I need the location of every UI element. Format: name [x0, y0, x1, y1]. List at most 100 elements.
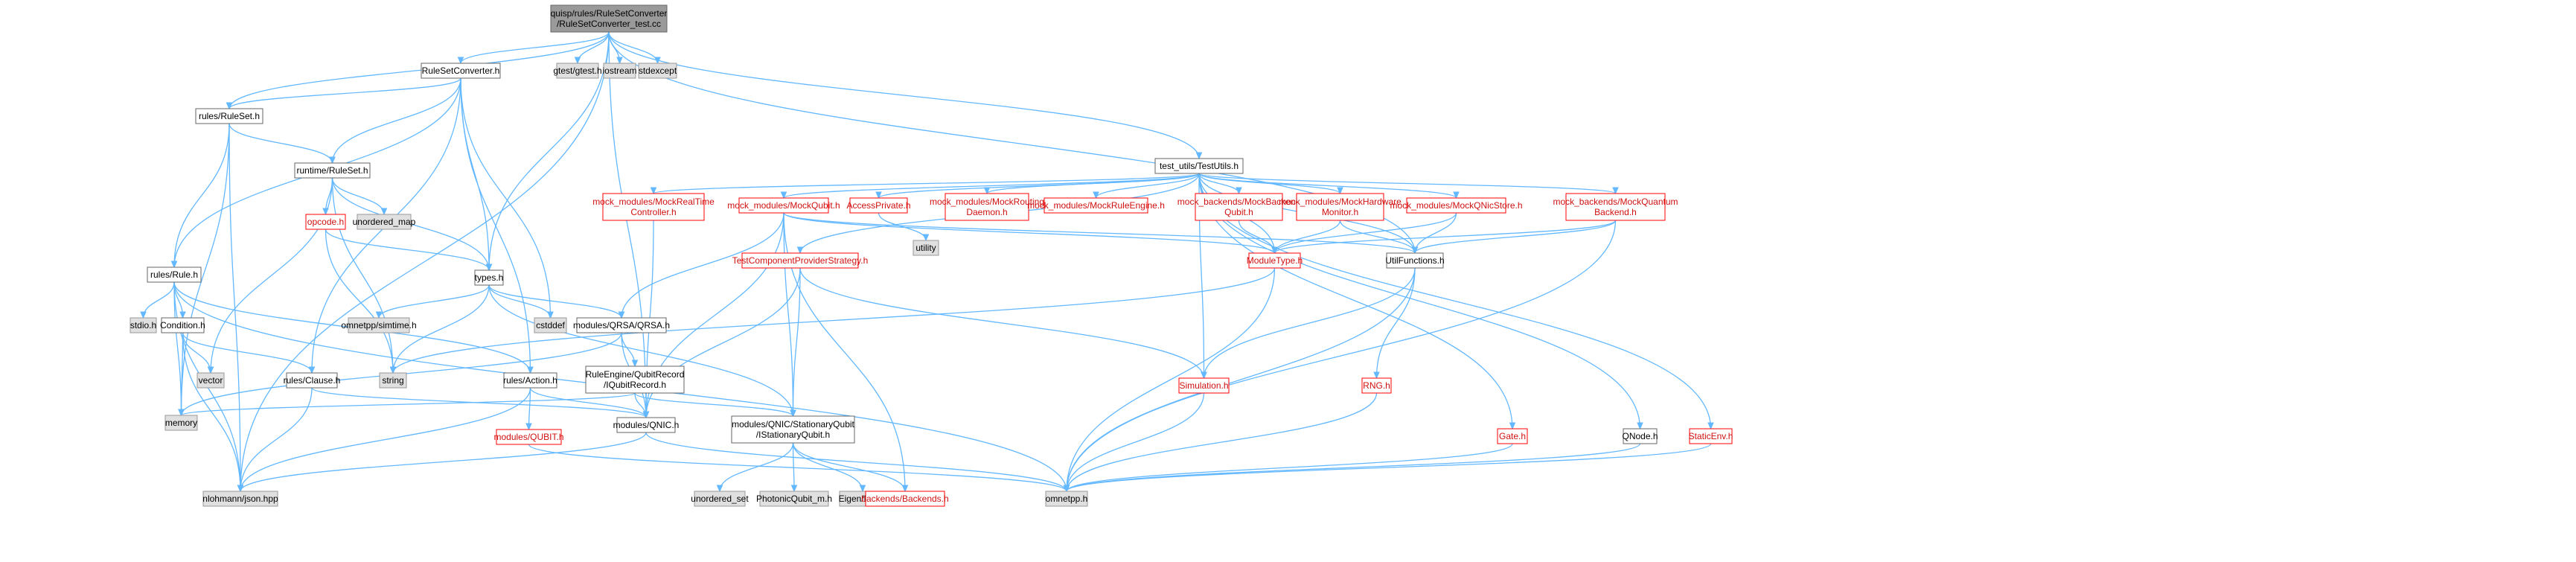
node-mock-qubit[interactable]: mock_modules/MockQubit.h [727, 197, 840, 214]
node-moduletype[interactable]: ModuleType.h [1247, 252, 1303, 269]
node-cstddef[interactable]: cstddef [534, 317, 567, 333]
node-box [913, 240, 939, 256]
edge-qnode-to-omnetpp [1066, 443, 1641, 492]
node-label: StaticEnv.h [1689, 431, 1733, 441]
node-box [1045, 491, 1088, 507]
node-box [1154, 158, 1244, 174]
edge-rules_ruleset-to-memory [180, 123, 230, 416]
node-utility[interactable]: utility [913, 240, 939, 256]
edge-rules_ruleset-to-json [228, 123, 241, 492]
edge-arrowhead [140, 311, 147, 319]
node-label: test_utils/TestUtils.h [1160, 161, 1239, 171]
node-istationary[interactable]: modules/QNIC/StationaryQubit/IStationary… [731, 415, 855, 444]
node-root[interactable]: quisp/rules/RuleSetConverter/RuleSetConv… [550, 4, 668, 33]
node-string[interactable]: string [379, 372, 407, 389]
node-box [164, 415, 198, 431]
node-box [496, 429, 562, 445]
edge-arrowhead [780, 191, 787, 199]
edge-arrowhead [574, 57, 581, 65]
edge-types-to-istationary [488, 284, 794, 417]
node-qrsa[interactable]: modules/QRSA/QRSA.h [573, 317, 670, 333]
edge-types-to-cstddef [488, 284, 552, 319]
edge-testutils-to-mock_quantum_backend [1198, 173, 1617, 194]
node-label: UtilFunctions.h [1385, 255, 1444, 266]
edge-testutils-to-mock_qnicstore [1198, 173, 1457, 199]
node-gate[interactable]: Gate.h [1497, 428, 1528, 444]
node-staticenv[interactable]: StaticEnv.h [1689, 428, 1733, 444]
edge-runtime_ruleset-to-unordered_map [331, 177, 385, 215]
node-json[interactable]: nlohmann/json.hpp [202, 491, 278, 507]
node-mock-ruleengine[interactable]: mock_modules/MockRuleEngine.h [1027, 197, 1165, 214]
node-omnetpp[interactable]: omnetpp.h [1045, 491, 1088, 507]
node-omnetpp-simtime[interactable]: omnetpp/simtime.h [341, 317, 417, 333]
node-label: rules/Rule.h [150, 269, 198, 280]
node-access-private[interactable]: AccessPrivate.h [846, 197, 911, 214]
node-rules-rule[interactable]: rules/Rule.h [147, 266, 202, 283]
node-rng[interactable]: RNG.h [1361, 377, 1392, 394]
node-utilfunctions[interactable]: UtilFunctions.h [1385, 252, 1445, 269]
node-rsc[interactable]: RuleSetConverter.h [421, 63, 501, 79]
node-gtest[interactable]: gtest/gtest.h [553, 63, 602, 79]
node-box [534, 317, 567, 333]
node-condition[interactable]: Condition.h [160, 317, 205, 333]
node-box [694, 491, 746, 507]
edge-arrowhead [790, 409, 796, 418]
node-box [1497, 428, 1528, 444]
node-simulation[interactable]: Simulation.h [1178, 377, 1230, 394]
node-label: utility [915, 243, 936, 253]
node-memory[interactable]: memory [164, 415, 198, 431]
edge-utilfunctions-to-rng [1375, 267, 1416, 379]
node-box [1296, 193, 1384, 221]
node-iostream[interactable]: iostream [602, 63, 637, 79]
node-box [1361, 377, 1392, 394]
edge-mock_qnicstore-to-moduletype [1273, 212, 1457, 254]
node-testutils[interactable]: test_utils/TestUtils.h [1154, 158, 1244, 174]
node-runtime-ruleset[interactable]: runtime/RuleSet.h [294, 162, 371, 179]
node-box [759, 491, 829, 507]
edge-arrowhead [485, 264, 493, 272]
node-rules-action[interactable]: rules/Action.h [503, 372, 557, 389]
node-box [1386, 252, 1444, 269]
edge-testutils-to-mock_realtime [653, 173, 1200, 194]
node-backends[interactable]: backends/Backends.h [861, 491, 949, 507]
node-label: memory [165, 418, 197, 428]
edge-istationary-to-eigen [792, 442, 863, 492]
node-qnode[interactable]: QNode.h [1622, 428, 1658, 444]
node-types[interactable]: types.h [474, 269, 504, 286]
node-box [738, 197, 829, 214]
node-iqubitrecord[interactable]: RuleEngine/QubitRecord/IQubitRecord.h [585, 365, 685, 394]
node-label: QNode.h [1622, 431, 1658, 441]
node-label: rules/Clause.h [284, 375, 341, 386]
node-test-component[interactable]: TestComponentProviderStrategy.h [732, 252, 869, 269]
edge-arrowhead [859, 485, 866, 493]
node-modules-qnic[interactable]: modules/QNIC.h [613, 417, 680, 433]
node-rules-ruleset[interactable]: rules/RuleSet.h [195, 108, 263, 124]
edge-utilfunctions-to-simulation [1203, 267, 1416, 379]
node-label: RuleSetConverter.h [422, 66, 500, 76]
node-label: stdexcept [639, 66, 677, 76]
node-label: mock_modules/MockHardware [1279, 197, 1402, 207]
node-box [616, 417, 676, 433]
node-unordered-map[interactable]: unordered_map [353, 214, 416, 230]
node-photonic[interactable]: PhotonicQubit_m.h [756, 491, 832, 507]
node-label: /IQubitRecord.h [604, 380, 666, 390]
edge-arrowhead [389, 366, 397, 374]
node-modules-qubit[interactable]: modules/QUBIT.h [493, 429, 564, 445]
node-label: modules/QNIC/StationaryQubit [732, 419, 854, 430]
node-stdio[interactable]: stdio.h [130, 317, 157, 333]
node-label: rules/Action.h [503, 375, 557, 386]
node-box [1623, 428, 1658, 444]
node-vector[interactable]: vector [196, 372, 225, 389]
nodes-layer: quisp/rules/RuleSetConverter/RuleSetConv… [130, 4, 1733, 507]
node-rules-clause[interactable]: rules/Clause.h [284, 372, 341, 389]
node-stdexcept[interactable]: stdexcept [638, 63, 677, 79]
edge-arrowhead [650, 187, 657, 195]
node-opcode[interactable]: opcode.h [305, 214, 346, 230]
node-unordered-set[interactable]: unordered_set [691, 491, 749, 507]
node-mock-qnicstore[interactable]: mock_modules/MockQNicStore.h [1390, 197, 1523, 214]
